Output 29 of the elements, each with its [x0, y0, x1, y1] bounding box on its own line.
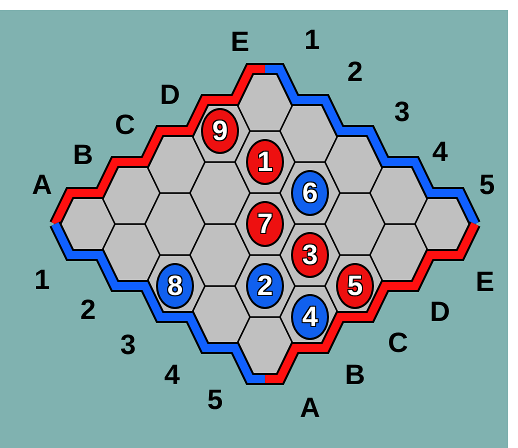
- coordinate-label: 3: [394, 98, 410, 126]
- piece-number: 5: [347, 272, 363, 300]
- piece-number: 2: [257, 272, 273, 300]
- coordinate-label: E: [476, 268, 494, 296]
- coordinate-label: 2: [80, 296, 96, 324]
- coordinate-label: 5: [479, 171, 495, 199]
- piece-number: 4: [302, 303, 318, 331]
- coordinate-label: 5: [207, 386, 223, 414]
- coordinate-label: 1: [34, 266, 50, 294]
- coordinate-label: 3: [120, 331, 136, 359]
- coordinate-label: 1: [304, 26, 320, 54]
- coordinate-label: 2: [347, 58, 363, 86]
- coordinate-label: B: [72, 141, 94, 169]
- piece-number: 6: [302, 179, 318, 207]
- piece-number: 1: [257, 148, 273, 176]
- coordinate-label: A: [300, 394, 320, 422]
- coordinate-label: A: [32, 171, 52, 199]
- coordinate-label: D: [160, 81, 180, 109]
- coordinate-label: C: [114, 111, 136, 139]
- coordinate-label: 4: [432, 138, 448, 166]
- piece-number: 3: [302, 241, 318, 269]
- coordinate-label: C: [388, 329, 408, 357]
- piece-number: 9: [212, 117, 228, 145]
- coordinate-label: D: [430, 298, 450, 326]
- piece-number: 8: [167, 272, 183, 300]
- coordinate-label: B: [344, 361, 366, 389]
- piece-number: 7: [257, 210, 273, 238]
- coordinate-label: E: [230, 28, 250, 56]
- coordinate-label: 4: [164, 361, 180, 389]
